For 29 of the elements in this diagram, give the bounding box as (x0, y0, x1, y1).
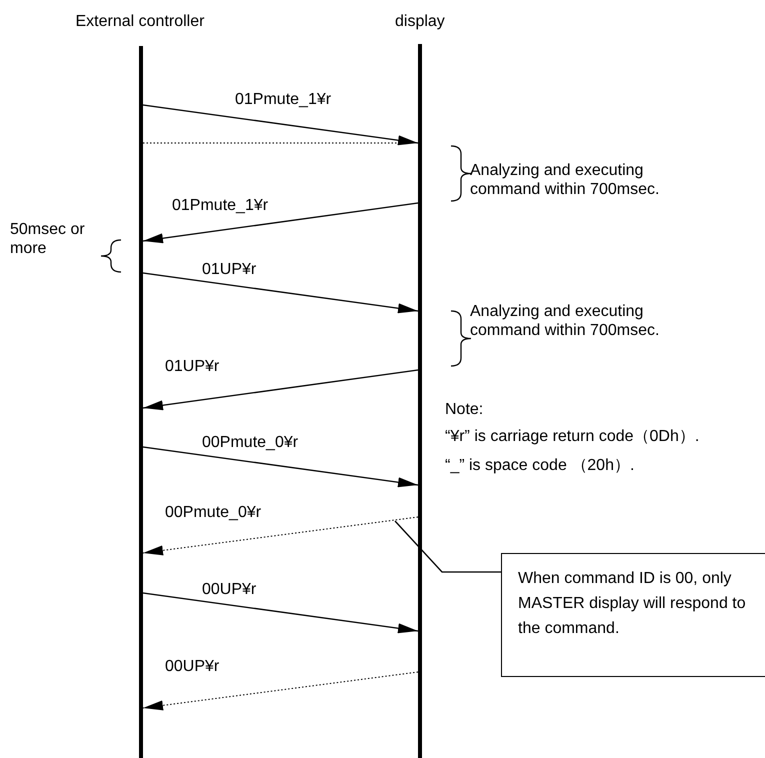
message-arrow (142, 516, 418, 556)
note-text: 50msec or more (10, 220, 85, 258)
message-label: 01UP¥r (202, 260, 256, 279)
message-label: 00UP¥r (165, 657, 220, 676)
note-text: Analyzing and executing command within 700msec. (470, 302, 660, 340)
note-text: Analyzing and executing command within 700msec. (470, 161, 660, 199)
message-label: 01UP¥r (165, 357, 220, 376)
message-arrow (142, 104, 418, 146)
lifeline-heading: display (395, 12, 445, 31)
message-arrow (142, 446, 418, 488)
callout-box (501, 553, 765, 677)
note-text: “¥r” is carriage return code（0Dh）. (445, 427, 700, 446)
lifeline-heading: External controller (76, 12, 204, 31)
message-label: 01Pmute_1¥r (235, 90, 332, 109)
message-arrow (142, 202, 418, 244)
message-arrow (142, 369, 418, 410)
callout-text: When command ID is 00, only MASTER display will respond to the command. (518, 569, 747, 639)
message-label: 00UP¥r (202, 580, 256, 599)
message-arrow (142, 672, 418, 710)
message-label: 00Pmute_0¥r (165, 503, 262, 522)
message-label: 00Pmute_0¥r (202, 433, 298, 452)
lifeline (139, 46, 143, 758)
message-arrow (142, 272, 418, 314)
message-arrow (142, 592, 418, 634)
note-text: “_” is space code （20h）. (445, 456, 634, 475)
note-heading: Note: (445, 400, 484, 419)
leader-line (394, 520, 501, 573)
message-label: 01Pmute_1¥r (172, 196, 268, 215)
lifeline (418, 44, 422, 758)
